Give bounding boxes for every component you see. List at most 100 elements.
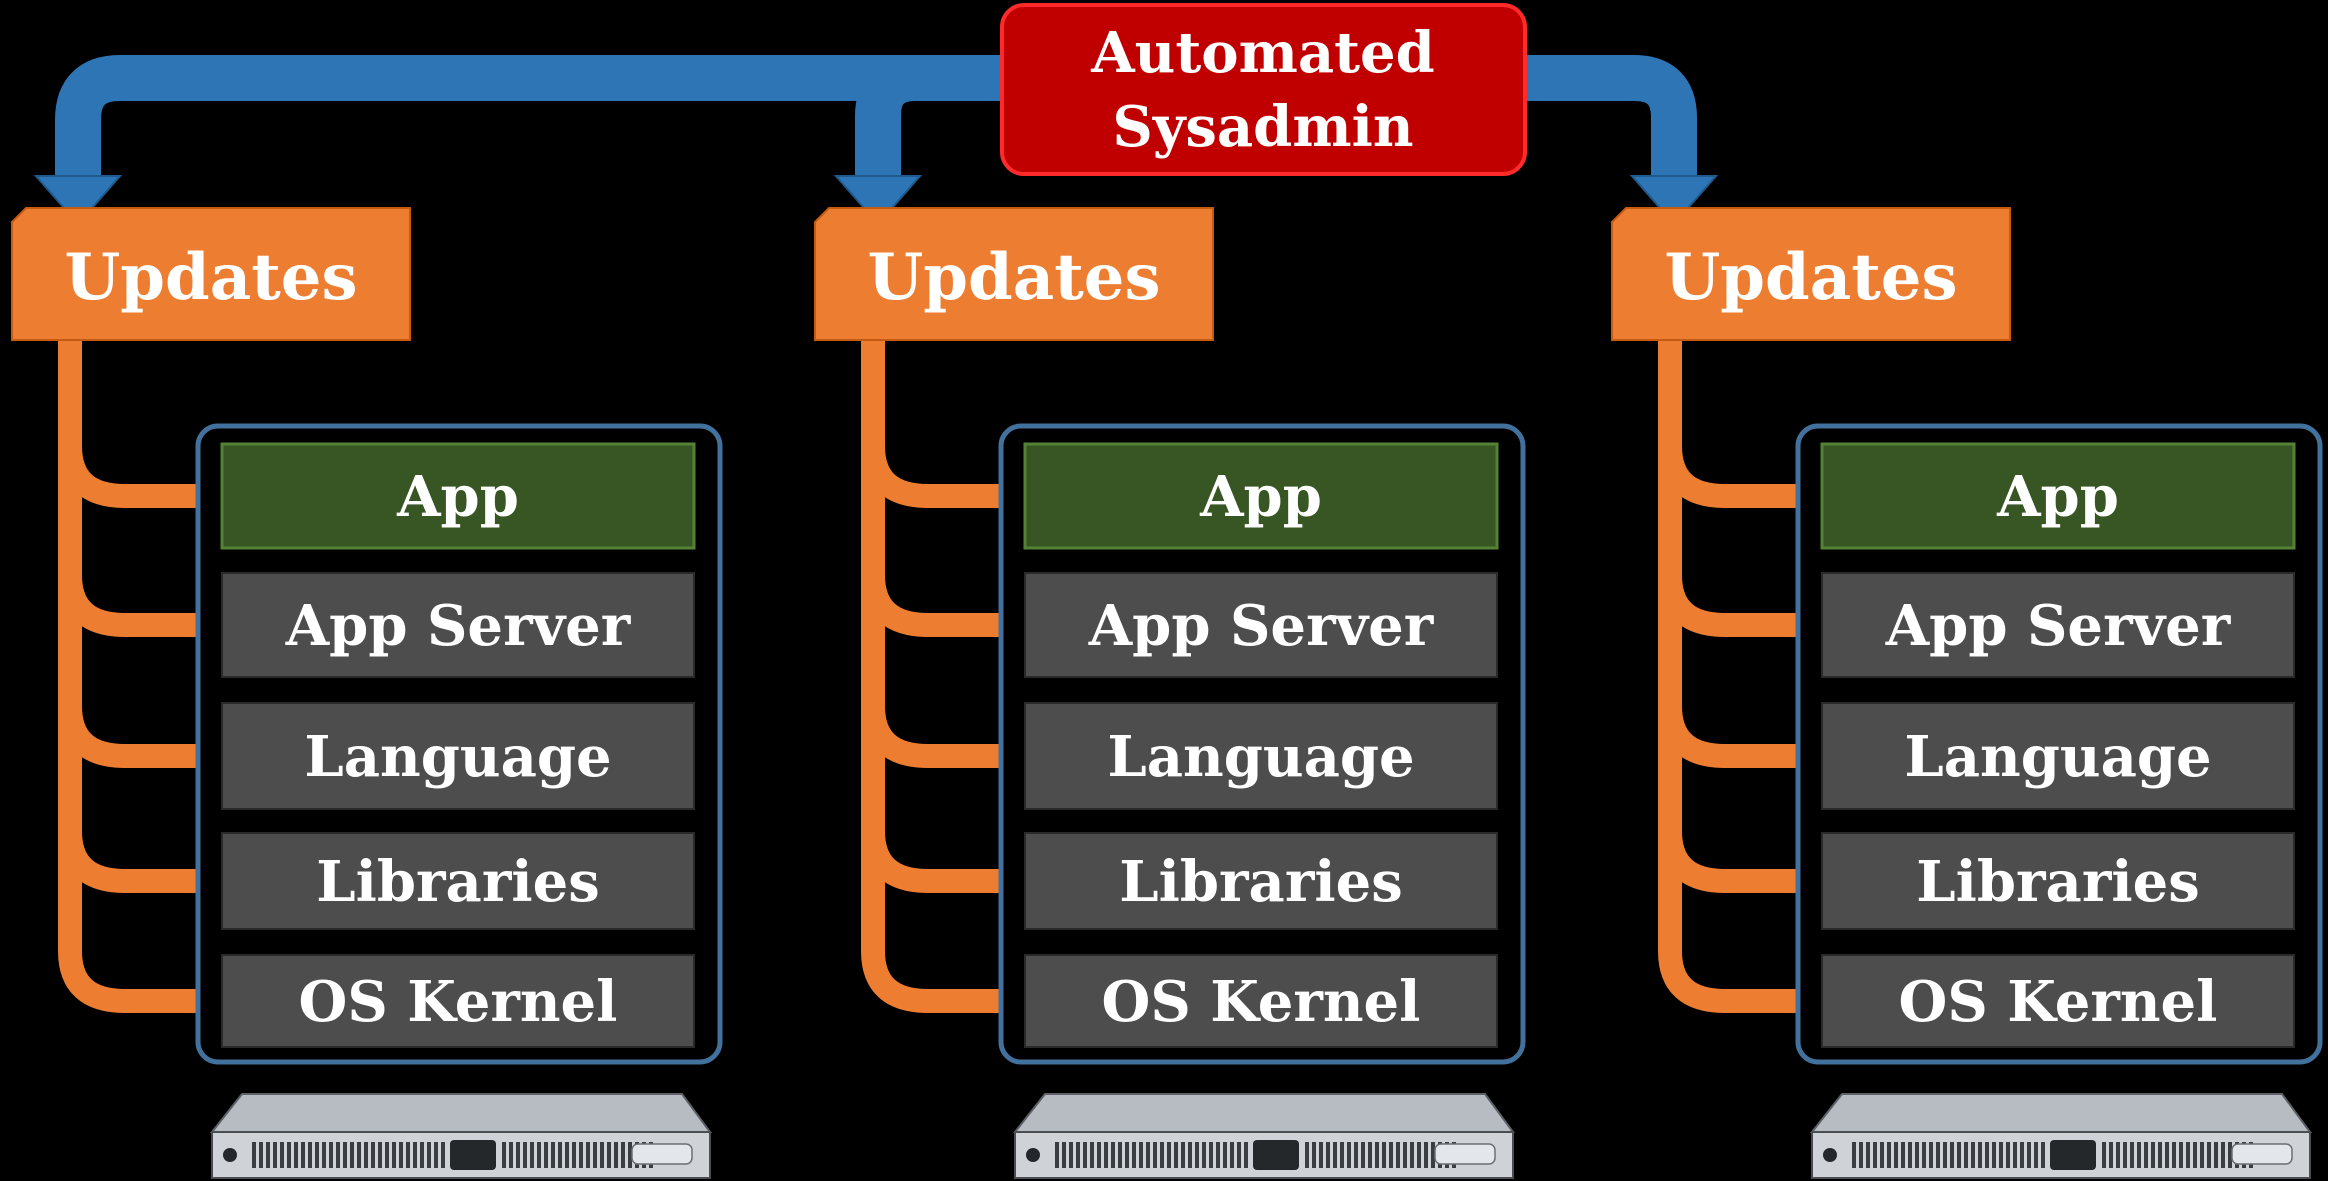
rack-vent <box>2165 1142 2169 1168</box>
rack-vent <box>1069 1142 1073 1168</box>
rack-vent <box>579 1142 583 1168</box>
rack-power-button <box>1026 1148 1040 1162</box>
rack-vent <box>259 1142 263 1168</box>
layer-box <box>1821 572 2295 678</box>
updates-label: Updates <box>867 240 1160 315</box>
rack-vent <box>1160 1142 1164 1168</box>
rack-vent <box>593 1142 597 1168</box>
distribution-arrow-shaft <box>55 55 1002 182</box>
update-arrow-shaft <box>1658 340 1832 1013</box>
rack-vent <box>413 1142 417 1168</box>
layer-app-box <box>1023 442 1499 550</box>
rack-vent <box>2137 1142 2141 1168</box>
rack-vent <box>1146 1142 1150 1168</box>
rack-vent <box>2020 1142 2024 1168</box>
rack-vent <box>2123 1142 2127 1168</box>
rack-vent <box>252 1142 256 1168</box>
rack-vent <box>1992 1142 1996 1168</box>
rack-vent <box>1083 1142 1087 1168</box>
rack-vent <box>1915 1142 1919 1168</box>
automated-sysadmin-box: Automated Sysadmin <box>1000 3 1527 176</box>
rack-top-panel <box>209 1093 712 1133</box>
rack-vent <box>1887 1142 1891 1168</box>
rack-vent <box>1999 1142 2003 1168</box>
layer-label: App Server <box>1088 593 1435 659</box>
layer-box <box>1024 572 1498 678</box>
rack-vent <box>1354 1142 1358 1168</box>
updates-box <box>814 207 1214 341</box>
update-arrow-shaft <box>861 340 1035 1013</box>
rack-vent <box>586 1142 590 1168</box>
rack-vent <box>2041 1142 2045 1168</box>
rack-vent <box>427 1142 431 1168</box>
rack-vent <box>1312 1142 1316 1168</box>
rack-vent <box>1361 1142 1365 1168</box>
rack-vent <box>357 1142 361 1168</box>
distribution-arrow-head <box>1629 175 1719 226</box>
rack-vent <box>551 1142 555 1168</box>
rack-vent <box>537 1142 541 1168</box>
rack-vent <box>294 1142 298 1168</box>
layer-label: App <box>396 464 519 530</box>
rack-vent <box>1055 1142 1059 1168</box>
rack-server-icon <box>1012 1093 1515 1179</box>
rack-vent <box>420 1142 424 1168</box>
rack-vent <box>301 1142 305 1168</box>
rack-vent <box>266 1142 270 1168</box>
rack-vent <box>2151 1142 2155 1168</box>
rack-vent <box>1216 1142 1220 1168</box>
rack-vent <box>1424 1142 1428 1168</box>
rack-vent <box>1431 1142 1435 1168</box>
rack-vent <box>1901 1142 1905 1168</box>
rack-vent <box>392 1142 396 1168</box>
rack-vent <box>516 1142 520 1168</box>
layer-box <box>1821 954 2295 1048</box>
update-arrow-shaft <box>58 340 232 1013</box>
rack-vent <box>2027 1142 2031 1168</box>
rack-vent <box>1964 1142 1968 1168</box>
rack-vent <box>371 1142 375 1168</box>
rack-vent <box>2193 1142 2197 1168</box>
rack-vent <box>1209 1142 1213 1168</box>
rack-vent <box>336 1142 340 1168</box>
rack-vent <box>364 1142 368 1168</box>
rack-vent <box>1971 1142 1975 1168</box>
rack-vent <box>2228 1142 2232 1168</box>
rack-vent <box>614 1142 618 1168</box>
rack-top-panel <box>1012 1093 1515 1133</box>
rack-vent <box>530 1142 534 1168</box>
rack-vent <box>2006 1142 2010 1168</box>
rack-vent <box>628 1142 632 1168</box>
layer-app-box <box>1820 442 2296 550</box>
rack-vent <box>1859 1142 1863 1168</box>
rack-vent <box>1368 1142 1372 1168</box>
rack-vent <box>1223 1142 1227 1168</box>
layer-label: OS Kernel <box>299 969 618 1035</box>
layer-label: App Server <box>285 593 632 659</box>
rack-vent <box>1873 1142 1877 1168</box>
layer-box <box>1821 832 2295 930</box>
rack-vent <box>1852 1142 1856 1168</box>
rack-vent <box>1118 1142 1122 1168</box>
rack-vent <box>2172 1142 2176 1168</box>
rack-vent <box>2158 1142 2162 1168</box>
rack-vent <box>1410 1142 1414 1168</box>
rack-vent <box>2207 1142 2211 1168</box>
rack-vent <box>1076 1142 1080 1168</box>
rack-logo-badge <box>2050 1140 2096 1170</box>
distribution-arrows <box>33 55 1719 226</box>
updates-label: Updates <box>64 240 357 315</box>
rack-vent <box>2130 1142 2134 1168</box>
rack-vent <box>1153 1142 1157 1168</box>
layer-label: Language <box>1904 724 2211 790</box>
rack-vent <box>1978 1142 1982 1168</box>
rack-vent <box>1417 1142 1421 1168</box>
rack-vent <box>350 1142 354 1168</box>
rack-vent <box>1237 1142 1241 1168</box>
rack-vent <box>1326 1142 1330 1168</box>
